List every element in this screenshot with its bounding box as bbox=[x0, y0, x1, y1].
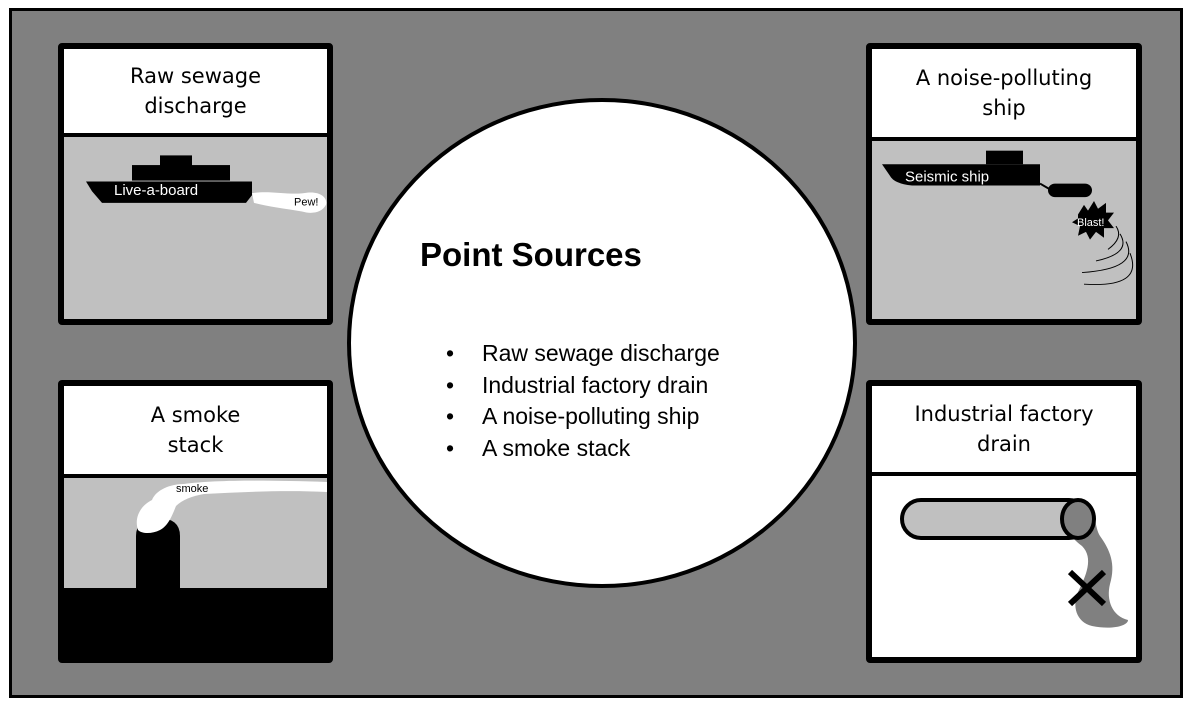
sewage-scene: Live-a-board Pew! bbox=[64, 137, 327, 319]
list-item: • A smoke stack bbox=[446, 433, 720, 465]
list-item-text: A smoke stack bbox=[482, 434, 631, 461]
towed-array bbox=[1048, 183, 1092, 198]
panel-smoke-stack-title: A smoke stack bbox=[64, 386, 327, 478]
panel-factory-drain-title: Industrial factory drain bbox=[872, 386, 1136, 476]
sound-wave-4 bbox=[1083, 253, 1134, 286]
blast-burst bbox=[1072, 200, 1114, 240]
ship-hull bbox=[882, 164, 1040, 186]
bullet-icon: • bbox=[446, 403, 455, 429]
noise-scene: Seismic ship Blast! bbox=[872, 141, 1136, 319]
sound-wave-3 bbox=[1081, 241, 1130, 274]
center-circle bbox=[347, 98, 857, 588]
panel-raw-sewage-title: Raw sewage discharge bbox=[64, 49, 327, 137]
sound-wave-2 bbox=[1095, 233, 1124, 262]
bullet-icon: • bbox=[446, 340, 455, 366]
panel-noise-ship: A noise-polluting ship Seismic ship Blas… bbox=[866, 43, 1142, 325]
list-item-text: Raw sewage discharge bbox=[482, 340, 720, 366]
boat-label: Live-a-board bbox=[114, 183, 198, 199]
point-sources-list: • Raw sewage discharge • Industrial factor… bbox=[446, 338, 720, 464]
drain-illustration bbox=[872, 476, 1136, 657]
discharge-label: Pew! bbox=[294, 197, 318, 209]
blast-label: Blast! bbox=[1077, 217, 1104, 229]
panel-smoke-stack: A smoke stack smoke bbox=[58, 380, 333, 663]
smoke-plume bbox=[136, 480, 327, 533]
list-item: • Raw sewage discharge bbox=[446, 338, 720, 370]
list-item: • A noise-polluting ship bbox=[446, 401, 720, 433]
bullet-icon: • bbox=[446, 434, 455, 461]
smoke-scene: smoke bbox=[64, 478, 327, 657]
smoke-label: smoke bbox=[176, 483, 208, 495]
panel-factory-drain: Industrial factory drain bbox=[866, 380, 1142, 663]
sewage-illustration: Live-a-board Pew! bbox=[64, 137, 327, 319]
sound-wave-1 bbox=[1107, 225, 1120, 250]
smoke-illustration: smoke bbox=[64, 478, 327, 657]
ship-label: Seismic ship bbox=[905, 170, 989, 186]
sewage-plume bbox=[252, 192, 327, 213]
x-mark-stroke-2 bbox=[1067, 569, 1107, 607]
smoke-stack bbox=[136, 518, 180, 588]
point-sources-title: Point Sources bbox=[420, 236, 642, 273]
drain-scene bbox=[872, 476, 1136, 657]
list-item-text: Industrial factory drain bbox=[482, 371, 709, 398]
boat-hull bbox=[86, 181, 252, 203]
ground bbox=[64, 588, 327, 657]
noise-illustration: Seismic ship Blast! bbox=[872, 141, 1136, 319]
bullet-icon: • bbox=[446, 371, 455, 398]
ship-bridge bbox=[986, 150, 1023, 165]
list-item-text: A noise-polluting ship bbox=[482, 403, 700, 429]
panel-raw-sewage: Raw sewage discharge Live-a-board Pew! bbox=[58, 43, 333, 325]
panel-noise-ship-title: A noise-polluting ship bbox=[872, 49, 1136, 141]
boat-cabin bbox=[132, 165, 230, 181]
drain-pipe-opening bbox=[1060, 498, 1096, 540]
list-item: • Industrial factory drain bbox=[446, 370, 720, 402]
